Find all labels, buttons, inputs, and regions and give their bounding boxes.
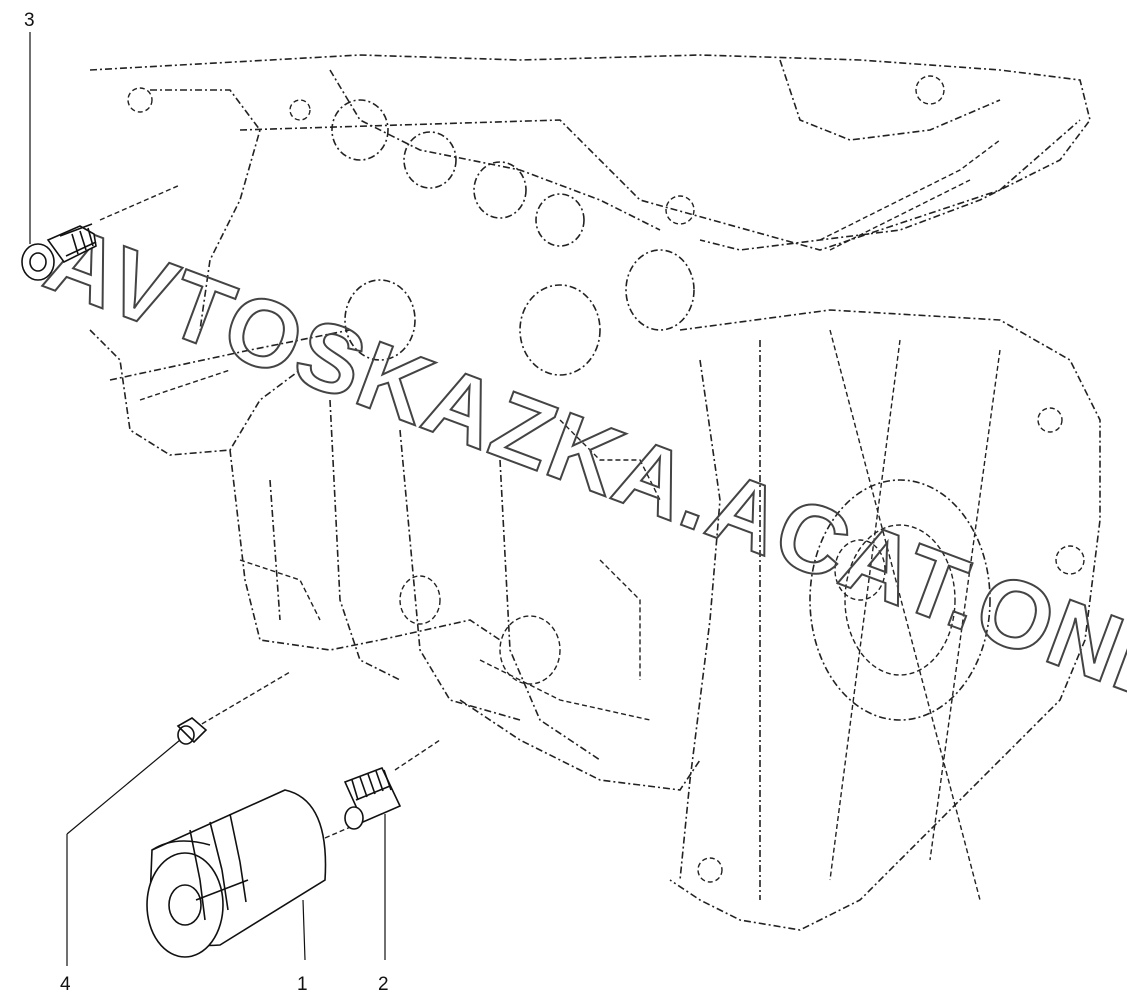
callout-2: 2 (378, 974, 389, 995)
engine-block (89, 54, 1101, 931)
leader-1 (302, 899, 306, 961)
callout-1: 1 (297, 974, 308, 995)
callout-3: 3 (24, 10, 35, 31)
callout-4: 4 (60, 974, 71, 995)
leader-4-diag (66, 739, 181, 835)
part-4-bushing (176, 671, 291, 745)
part-1-oil-filter (146, 789, 327, 958)
part-3-plug (21, 184, 181, 281)
part-2-stud (324, 739, 441, 839)
